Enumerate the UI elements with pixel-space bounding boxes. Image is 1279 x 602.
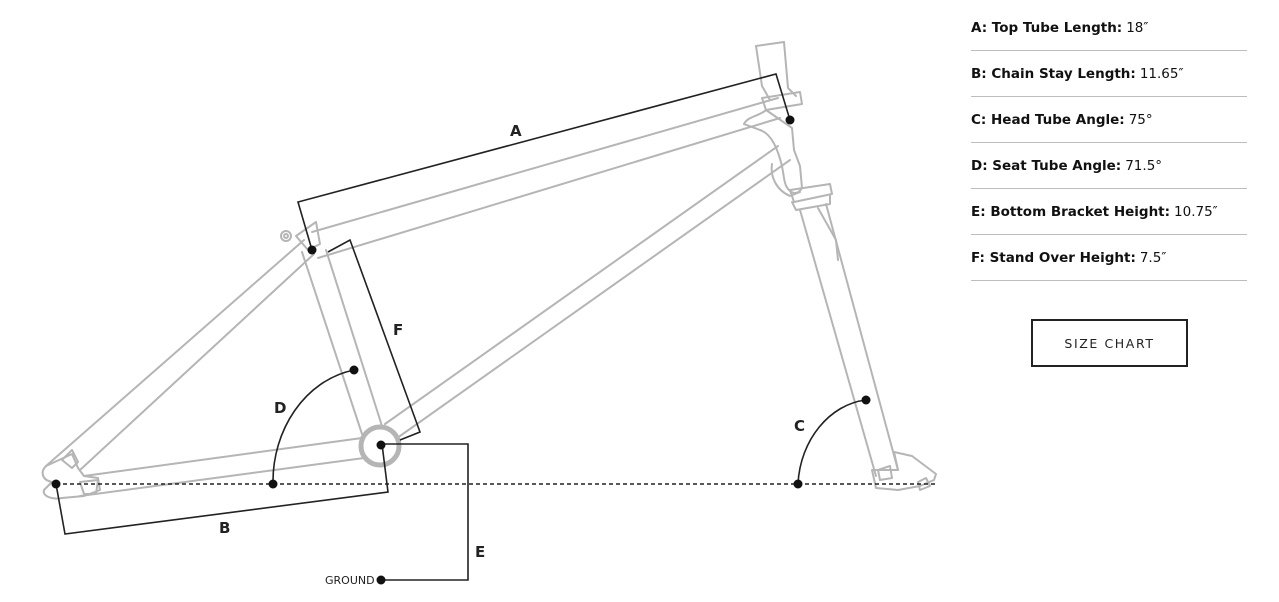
point-bottom-bracket [376,440,386,450]
label-a: A [510,122,522,140]
spec-seat-tube-angle: D: Seat Tube Angle: 71.5° [971,143,1247,189]
seat-bolt [280,230,292,242]
dimension-points [51,115,871,585]
spec-label: F: Stand Over Height: [971,249,1136,266]
dimension-f-line [327,238,422,441]
spec-value: 18″ [1126,20,1149,36]
spec-label: D: Seat Tube Angle: [971,157,1122,174]
seat-clamp [295,221,321,251]
bottom-bracket-shell [358,424,402,468]
spec-label: A: Top Tube Length: [971,20,1123,36]
point-d-arc-start [349,365,359,375]
label-b: B [219,519,230,537]
bike-frame [41,41,937,500]
spec-top-tube-length: A: Top Tube Length: 18″ [971,6,1247,51]
seat-tube [301,249,383,435]
dimension-lines [55,73,936,581]
steerer-tube [755,41,797,101]
dimension-a-line [297,73,791,251]
spec-label: C: Head Tube Angle: [971,111,1125,128]
dimension-e-line [382,443,469,581]
spec-value: 75° [1128,111,1153,128]
label-e: E [475,543,485,561]
top-cap [755,41,785,47]
point-d-arc-end [268,479,278,489]
spec-value: 71.5° [1125,157,1163,174]
bike-frame-geometry-diagram: A B C D E F GROUND [41,41,937,587]
label-c: C [794,417,805,435]
stem-spacer [761,91,803,111]
spec-bottom-bracket-height: E: Bottom Bracket Height: 10.75″ [971,189,1247,235]
spec-label: E: Bottom Bracket Height: [971,203,1171,220]
spec-head-tube-angle: C: Head Tube Angle: 75° [971,97,1247,143]
label-f: F [393,321,403,339]
rear-dropout [41,453,101,500]
fork-blade [799,203,899,477]
spec-chain-stay-length: B: Chain Stay Length: 11.65″ [971,51,1247,97]
point-seat-top [307,245,317,255]
chain-stay [79,437,365,497]
geometry-spec-list: A: Top Tube Length: 18″ B: Chain Stay Le… [971,6,1247,281]
dimension-b-line [55,443,389,535]
fork-dropout [871,451,937,491]
point-ground [376,575,386,585]
spec-stand-over-height: F: Stand Over Height: 7.5″ [971,235,1247,281]
down-tube [384,145,791,437]
spec-value: 11.65″ [1139,65,1184,82]
spec-value: 7.5″ [1139,249,1167,266]
head-tube [743,109,803,194]
spec-label: B: Chain Stay Length: [971,65,1136,82]
top-tube [311,97,781,259]
dimension-d-arc [272,369,355,485]
point-head-top [785,115,795,125]
headset-cup [789,183,833,203]
point-c-arc-end [793,479,803,489]
point-c-arc-start [861,395,871,405]
ground-label: GROUND [325,574,375,587]
seat-stay [45,239,315,471]
spec-value: 10.75″ [1174,203,1218,220]
dimension-c-arc [797,399,867,485]
point-rear-axle [51,479,61,489]
size-chart-button[interactable]: SIZE CHART [1031,319,1188,367]
label-d: D [274,399,286,417]
